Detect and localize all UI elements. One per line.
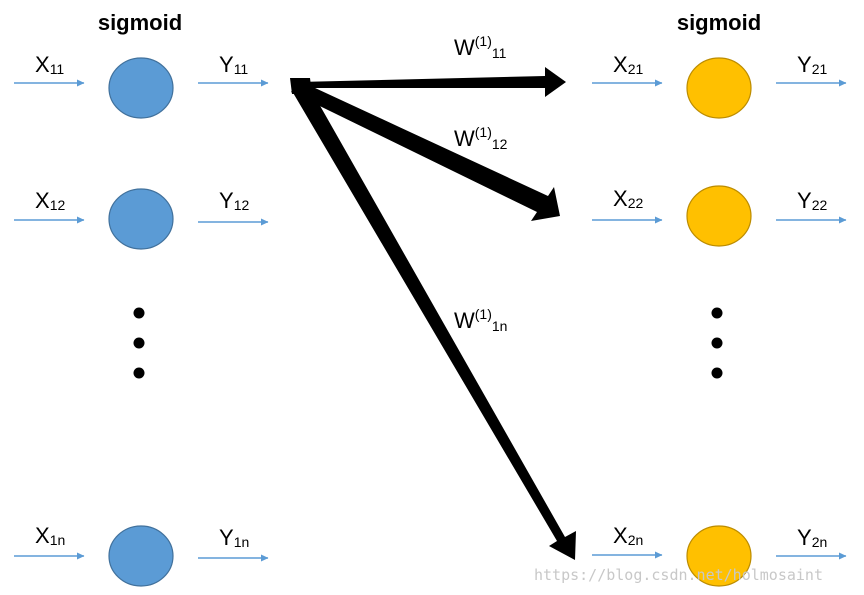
output-label-y2n: Y2n (797, 525, 827, 550)
ellipsis-dot (711, 307, 723, 319)
weight-arrows (290, 67, 576, 560)
node-layer1-n (108, 525, 174, 587)
node-layer2-1 (686, 57, 752, 119)
input-label-x2n: X2n (613, 523, 643, 548)
ellipsis-dot (133, 367, 145, 379)
ellipsis-dot (133, 307, 145, 319)
ellipsis-dot (711, 337, 723, 349)
output-label-y12: Y12 (219, 188, 249, 213)
output-label-y22: Y22 (797, 188, 827, 213)
watermark: https://blog.csdn.net/holmosaint (534, 566, 823, 584)
input-label-x11: X11 (35, 52, 64, 77)
ellipsis-dot (711, 367, 723, 379)
output-label-y11: Y11 (219, 52, 248, 77)
weight-label-w11: W(1)11 (454, 33, 507, 61)
weight-label-w12: W(1)12 (454, 124, 508, 152)
output-label-y1n: Y1n (219, 525, 249, 550)
node-layer1-1 (108, 57, 174, 119)
input-label-x21: X21 (613, 52, 643, 77)
ellipsis-dot (133, 337, 145, 349)
node-layer2-n (686, 525, 752, 587)
layer-1-title: sigmoid (98, 10, 182, 35)
output-label-y21: Y21 (797, 52, 827, 77)
layer-1: X11 Y11 X12 Y12 X1n Y1n (14, 52, 269, 587)
weight-arrow-origin (290, 78, 312, 94)
input-label-x22: X22 (613, 186, 643, 211)
weight-arrow-1n (292, 81, 576, 560)
layer-2: X21 Y21 X22 Y22 X2n Y2n (592, 52, 847, 587)
node-layer1-2 (108, 188, 174, 250)
node-layer2-2 (686, 185, 752, 247)
input-label-x1n: X1n (35, 523, 65, 548)
weight-label-w1n: W(1)1n (454, 306, 507, 334)
weight-arrow-12 (291, 81, 560, 221)
input-label-x12: X12 (35, 188, 65, 213)
layer-2-title: sigmoid (677, 10, 761, 35)
weight-arrow-11 (298, 67, 566, 97)
